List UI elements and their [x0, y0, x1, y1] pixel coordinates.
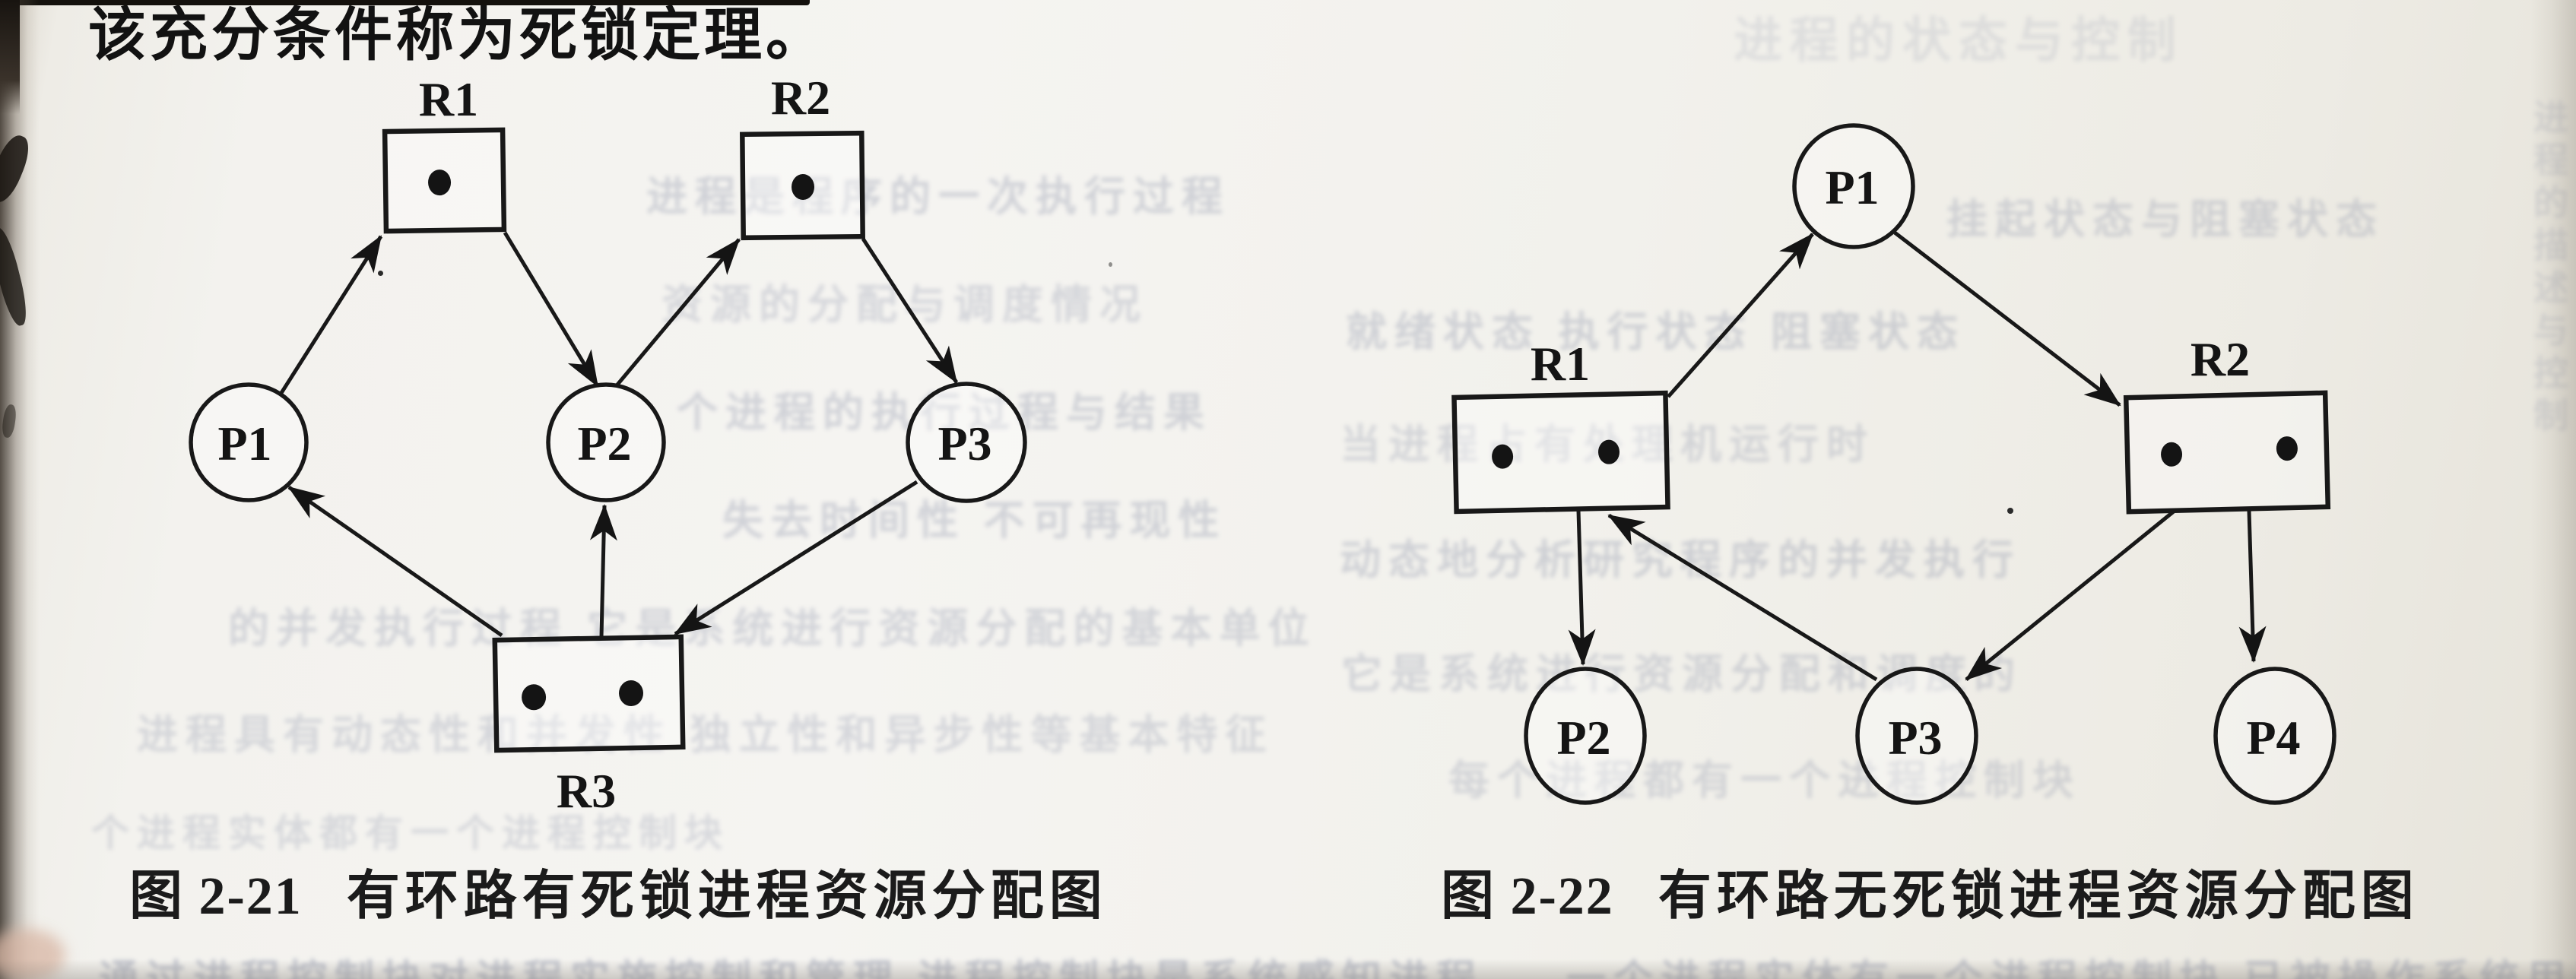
figure-caption-2-21: 图 2-21 有环路有死锁进程资源分配图: [129, 853, 1108, 930]
edge-p2-r2: [616, 238, 741, 386]
bleedthrough-text: 进程具有动态性和并发性 独立性和异步性等基本特征: [137, 712, 1274, 758]
edge-p1-r1: [279, 235, 383, 394]
process-node-p1: [1792, 123, 1915, 249]
edge-r2-p3: [1965, 509, 2176, 681]
scan-smudge: [0, 929, 65, 979]
bleedthrough-text: 挂起状态与阻塞状态: [1946, 197, 2384, 242]
bleedthrough-text: 一个进程实体有一个进程控制块 已被操作系统用于记录和描述进: [1566, 947, 2576, 979]
figure-caption-2-22: 图 2-22 有环路无死锁进程资源分配图: [1441, 853, 2419, 930]
bleedthrough-text: 进程的状态与控制: [1734, 14, 2184, 68]
resource-node-r3: [492, 634, 686, 753]
edge-r3-p2: [589, 504, 617, 638]
process-node-p2: [546, 382, 666, 502]
ink-speck: [1109, 262, 1112, 267]
bleedthrough-text: 个进程实体都有一个进程控制块: [91, 812, 730, 854]
scan-corner-blot: [0, 0, 20, 114]
process-node-p4: [2213, 667, 2336, 805]
resource-instance-dot: [2276, 436, 2298, 461]
resource-instance-dot: [522, 684, 547, 711]
resource-node-r2: [740, 130, 865, 241]
node-label-p3: P3: [937, 417, 991, 470]
node-label-p4: P4: [2246, 711, 2300, 765]
process-node-p1: [189, 382, 309, 502]
node-label-p2: P2: [1556, 711, 1610, 765]
bleedthrough-text: 失去时间性 不可再现性: [722, 498, 1227, 543]
resource-instance-dot: [619, 680, 644, 707]
bleedthrough-text: 它是系统进行资源分配和调度的: [1341, 651, 2022, 697]
edge-r1-p2: [503, 231, 600, 388]
bleedthrough-text: 动态地分析研究程序的并发执行: [1340, 537, 2021, 583]
node-label-r1: R1: [1531, 337, 1590, 391]
process-node-p3: [906, 382, 1027, 503]
bleedthrough-text: 就绪状态 执行状态 阻塞状态: [1346, 309, 1965, 355]
resource-node-r2: [2123, 390, 2331, 515]
bleedthrough-text: 资源的分配与调度情况: [661, 282, 1148, 328]
resource-instance-dot: [2161, 442, 2183, 467]
bleedthrough-text: 的并发执行过程 它是系统进行资源分配的基本单位: [228, 606, 1317, 651]
ink-speck: [378, 271, 383, 276]
resource-instance-dot: [1492, 444, 1514, 469]
resource-node-r1: [382, 127, 507, 234]
page-edge-shadow-bottom: [0, 959, 2576, 979]
node-label-p2: P2: [577, 417, 631, 470]
page-edge-shadow-right: [2530, 0, 2576, 979]
bleedthrough-text: 个进程的执行过程与结果: [677, 379, 1212, 439]
node-label-r1: R1: [419, 72, 478, 126]
process-node-p2: [1524, 667, 1647, 805]
edge-r1-p2: [1568, 510, 1596, 666]
resource-instance-dot: [1598, 439, 1620, 464]
resource-instance-dot: [792, 173, 815, 200]
node-label-r2: R2: [771, 71, 830, 125]
resource-instance-dot: [428, 170, 452, 196]
figure-title: 有环路有死锁进程资源分配图: [346, 867, 1108, 926]
edge-r3-p1: [287, 485, 503, 638]
body-text-line: 该充分条件称为死锁定理。: [88, 4, 827, 68]
edge-r2-p3: [861, 237, 959, 384]
node-label-r3: R3: [557, 764, 616, 818]
figure-title: 有环路无死锁进程资源分配图: [1658, 867, 2419, 926]
node-label-p1: P1: [217, 417, 271, 470]
edge-p1-r2: [1893, 231, 2121, 407]
ink-speck: [2007, 508, 2013, 514]
node-label-r2: R2: [2191, 332, 2250, 386]
figure-number: 图 2-21: [129, 867, 303, 926]
edge-p3-r3: [674, 480, 918, 636]
edge-r1-p1: [1667, 233, 1814, 398]
process-node-p3: [1855, 667, 1978, 805]
edge-p3-r1: [1607, 513, 1878, 682]
bleedthrough-text: 通过进程控制块对进程实施控制和管理 进程控制块是系统感知进程: [99, 947, 1483, 979]
resource-node-r1: [1451, 390, 1670, 515]
figure-number: 图 2-22: [1441, 867, 1614, 926]
fig22-graph: P1 R1 R2 P2 P3 P4: [1451, 123, 2336, 805]
node-label-p3: P3: [1888, 711, 1942, 765]
node-label-p1: P1: [1825, 160, 1879, 214]
edge-r2-p4: [2238, 510, 2267, 663]
bleedthrough-text: 进程的描述与控制: [2523, 99, 2573, 439]
fig21-graph: R1 R2 R3 P1 P2 P3: [189, 71, 1027, 818]
scan-edge-top: [0, 0, 810, 5]
